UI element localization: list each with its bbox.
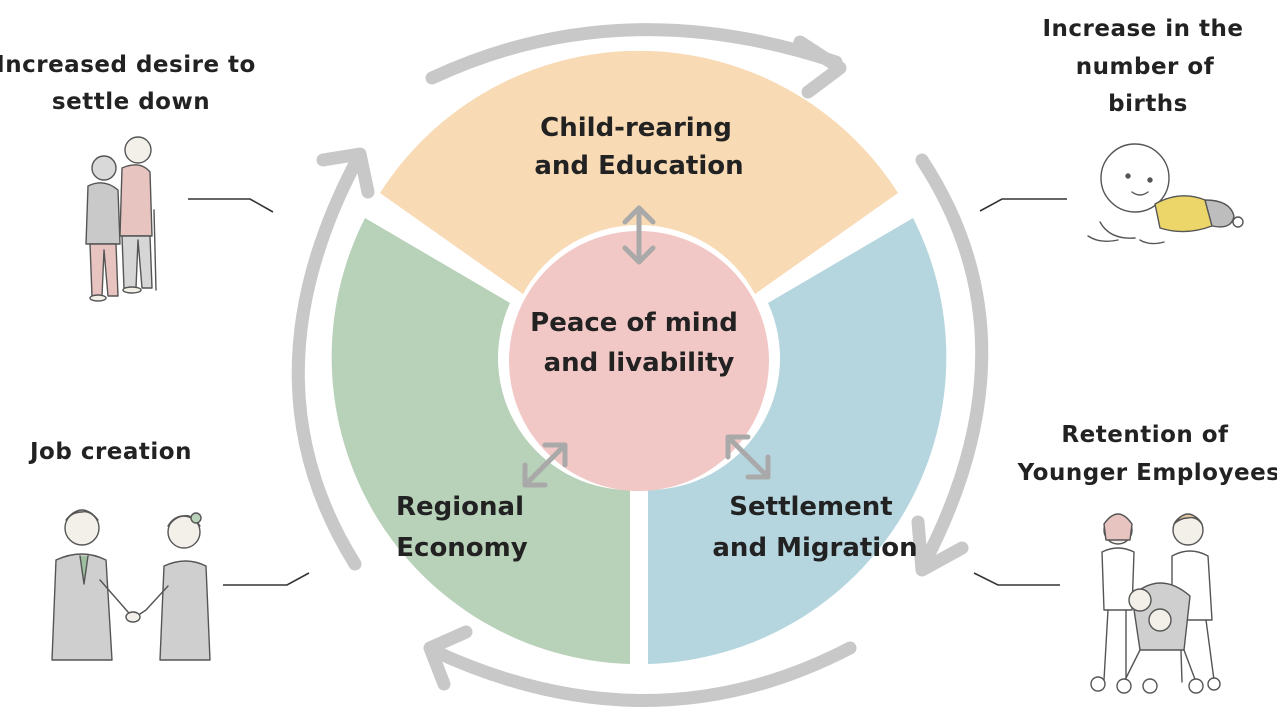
cycle-arrows <box>291 23 989 707</box>
double-arrow-top-icon <box>622 205 656 265</box>
cycle-arrow-top <box>425 23 843 85</box>
segment-right <box>648 218 947 664</box>
outcome-top-right-line2: number of <box>1076 54 1215 80</box>
segment-top-line1: Child-rearing <box>540 113 732 143</box>
connectors <box>188 198 1067 586</box>
segment-right-line2: and Migration <box>712 533 917 563</box>
outcome-top-left-line1: Increased desire to <box>0 52 256 78</box>
segment-left <box>331 218 630 664</box>
outcome-top-right-line1: Increase in the <box>1042 16 1243 42</box>
connector-top-left <box>188 198 274 213</box>
connector-bottom-right <box>973 572 1060 586</box>
connector-top-right <box>979 198 1067 212</box>
segment-right-line1: Settlement <box>729 492 892 522</box>
cycle-arrow-top-head <box>793 35 847 99</box>
double-arrow-right-icon <box>725 434 771 480</box>
handshake-icon <box>51 509 211 661</box>
outcome-top-right-line3: births <box>1108 91 1188 117</box>
cycle-arrow-right-head <box>911 515 969 577</box>
outcome-top-left-line2: settle down <box>52 89 210 115</box>
segment-left-line1: Regional <box>396 492 524 522</box>
outcome-bottom-right-line2: Younger Employees <box>1017 460 1277 486</box>
elderly-couple-icon <box>85 136 157 302</box>
cycle-arrow-bottom <box>425 641 857 707</box>
inner-arrows <box>522 205 771 488</box>
segment-left-line2: Economy <box>396 533 527 563</box>
segment-top-line2: and Education <box>534 151 743 181</box>
outcome-labels: Increased desire to settle down Increase… <box>0 16 1277 486</box>
outcome-bottom-right-line1: Retention of <box>1061 422 1229 448</box>
wheel <box>331 50 947 664</box>
outcome-bottom-left-line1: Job creation <box>28 439 192 465</box>
crawling-baby-icon <box>1087 143 1244 245</box>
cycle-arrow-right <box>915 153 989 569</box>
center-circle <box>509 231 769 491</box>
center-line1: Peace of mind <box>530 308 738 338</box>
connector-bottom-left <box>223 572 310 586</box>
segment-labels: Child-rearing and Education Peace of min… <box>396 113 918 563</box>
cycle-arrow-left-head <box>316 147 375 199</box>
center-line2: and livability <box>544 348 735 378</box>
double-arrow-left-icon <box>522 442 568 488</box>
family-stroller-icon <box>1090 513 1221 694</box>
cycle-arrow-bottom-head <box>423 625 473 691</box>
segment-top <box>380 50 898 294</box>
cycle-arrow-left <box>291 151 365 571</box>
